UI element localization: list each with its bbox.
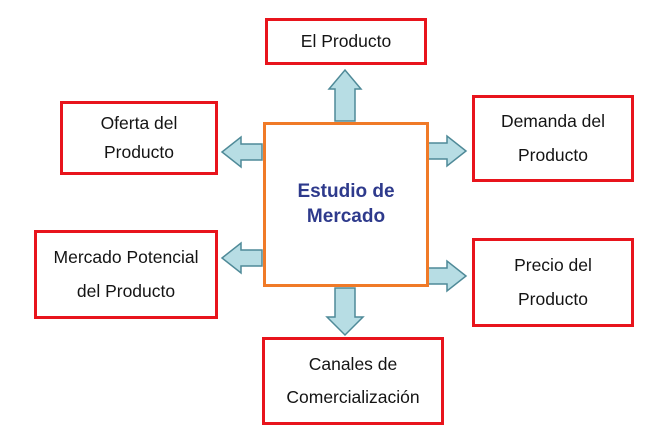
box-oferta-line1: Oferta del bbox=[100, 112, 178, 133]
arrow-left-lower bbox=[220, 241, 263, 275]
box-demanda-line1: Demanda del bbox=[500, 111, 606, 132]
box-mercado-potencial-line1: Mercado Potencial bbox=[53, 246, 199, 267]
center-box-line1: Estudio de bbox=[297, 180, 395, 202]
box-precio-del-producto: Precio del Producto bbox=[472, 238, 634, 327]
box-demanda-del-producto: Demanda del Producto bbox=[472, 95, 634, 182]
box-demanda-line2: Producto bbox=[517, 144, 589, 165]
box-oferta-del-producto: Oferta del Producto bbox=[60, 101, 218, 175]
box-mercado-potencial-del-producto: Mercado Potencial del Producto bbox=[34, 230, 218, 319]
box-oferta-line2: Producto bbox=[103, 141, 175, 162]
box-el-producto: El Producto bbox=[265, 18, 427, 65]
box-mercado-potencial-line2: del Producto bbox=[76, 280, 176, 301]
arrow-up bbox=[327, 68, 363, 122]
center-box-estudio-de-mercado: Estudio de Mercado bbox=[263, 122, 429, 287]
box-el-producto-label: El Producto bbox=[300, 30, 392, 51]
arrow-right-lower bbox=[427, 259, 468, 293]
arrow-down bbox=[325, 287, 365, 337]
box-canales-line2: Comercialización bbox=[286, 387, 420, 408]
box-precio-line1: Precio del bbox=[514, 254, 592, 275]
arrow-right-upper bbox=[427, 134, 468, 168]
center-box-line2: Mercado bbox=[306, 205, 386, 227]
box-precio-line2: Producto bbox=[517, 288, 589, 309]
box-canales-de-comercializacion: Canales de Comercialización bbox=[262, 337, 444, 425]
box-canales-line1: Canales de bbox=[308, 353, 398, 374]
arrow-left-upper bbox=[220, 135, 263, 169]
